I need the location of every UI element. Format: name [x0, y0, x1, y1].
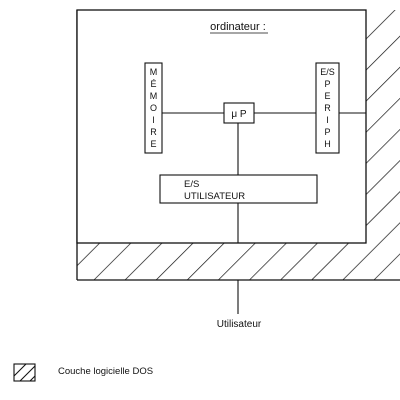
- legend-label: Couche logicielle DOS: [58, 366, 153, 377]
- user-io-box: E/S UTILISATEUR: [159, 174, 318, 204]
- legend-hatch-line: [29, 375, 36, 382]
- peripheral-letter: H: [324, 139, 331, 149]
- legend-swatch-box: [13, 363, 36, 382]
- memory-letter: E: [150, 139, 156, 149]
- cpu-box: μ P: [223, 102, 255, 124]
- cpu-label: μ P: [231, 109, 247, 120]
- peripheral-letter: P: [324, 79, 330, 89]
- peripheral-letter: E: [324, 91, 330, 101]
- legend-hatch-line: [19, 365, 36, 382]
- memory-letter: O: [150, 103, 157, 113]
- dos-layer-right-band: [366, 10, 400, 243]
- memory-box: M É M O I R E: [144, 62, 163, 154]
- computer-label: ordinateur :: [210, 21, 266, 33]
- peripheral-letter: E/S: [320, 67, 335, 77]
- memory-letter: M: [150, 67, 158, 77]
- memory-letter: É: [150, 79, 156, 89]
- memory-letter: R: [150, 127, 157, 137]
- dos-layer-bottom-band: [77, 243, 400, 280]
- legend: Couche logicielle DOS: [13, 363, 153, 382]
- user-io-line2: UTILISATEUR: [184, 191, 245, 202]
- legend-hatch-line: [13, 363, 27, 377]
- memory-letter: M: [150, 91, 158, 101]
- memory-letter: I: [152, 115, 155, 125]
- peripheral-io-box: E/S P E R I P H: [315, 62, 340, 154]
- peripheral-letter: I: [326, 115, 329, 125]
- user-io-line1: E/S: [184, 179, 199, 190]
- peripheral-letter: R: [324, 103, 331, 113]
- peripheral-letter: P: [324, 127, 330, 137]
- user-label: Utilisateur: [217, 319, 262, 330]
- dos-layer: [76, 10, 400, 281]
